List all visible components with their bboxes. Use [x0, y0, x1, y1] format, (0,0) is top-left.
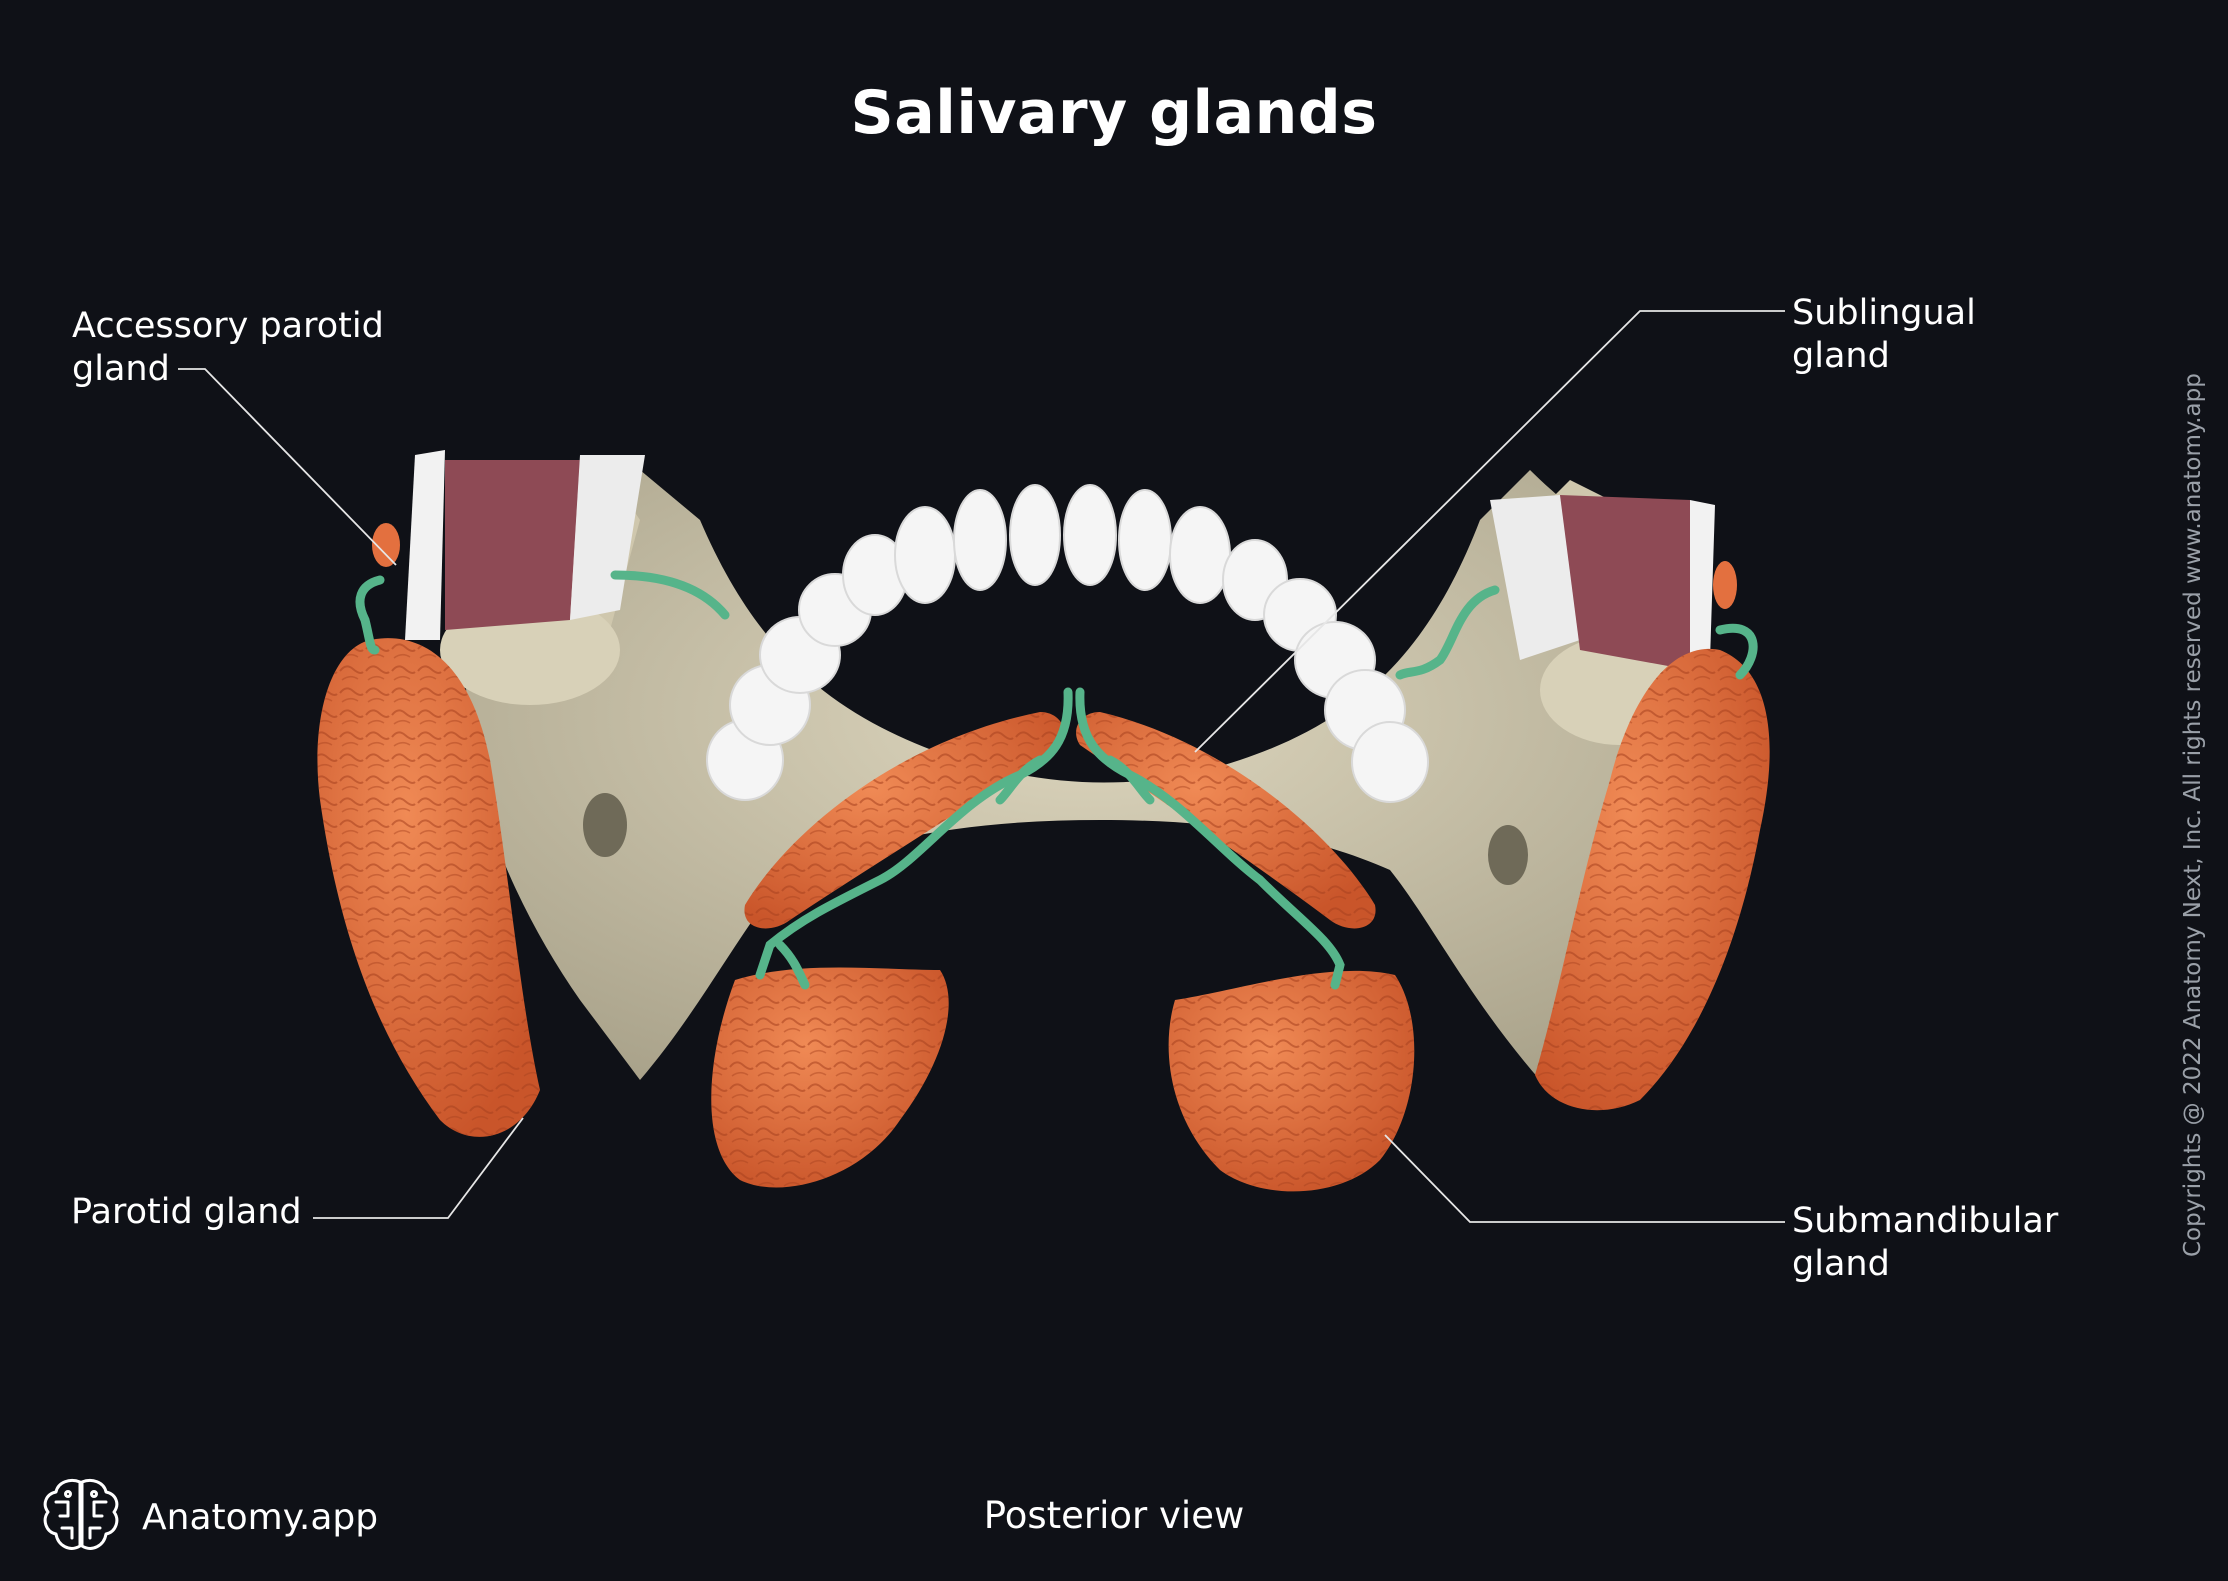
- brain-logo-icon: [40, 1476, 122, 1558]
- accessory-parotid-gland-left: [372, 523, 400, 567]
- accessory-parotid-gland-right: [1713, 561, 1737, 609]
- copyright-notice: Copyrights @ 2022 Anatomy Next, Inc. All…: [2180, 373, 2206, 1257]
- label-parotid-gland: Parotid gland: [71, 1192, 302, 1232]
- teeth: [706, 484, 1429, 803]
- submandibular-gland-right: [1168, 970, 1415, 1192]
- salivary-ducts: [355, 570, 1758, 990]
- view-caption: Posterior view: [983, 1494, 1245, 1537]
- label-accessory-parotid-gland: Accessory parotid gland: [72, 306, 384, 389]
- page-title: Salivary glands: [850, 78, 1378, 148]
- pterygoid-muscles: [405, 450, 1715, 670]
- label-sublingual-gland: Sublingual gland: [1792, 293, 1976, 376]
- sublingual-glands: [744, 712, 1376, 929]
- brand: Anatomy.app: [40, 1476, 378, 1558]
- submandibular-gland-left: [711, 967, 949, 1188]
- label-submandibular-gland: Submandibular gland: [1792, 1201, 2059, 1284]
- leader-lines: [178, 310, 1785, 1223]
- parotid-gland-left: [317, 638, 540, 1137]
- brand-name: Anatomy.app: [142, 1496, 379, 1538]
- parotid-gland-right: [1535, 648, 1770, 1111]
